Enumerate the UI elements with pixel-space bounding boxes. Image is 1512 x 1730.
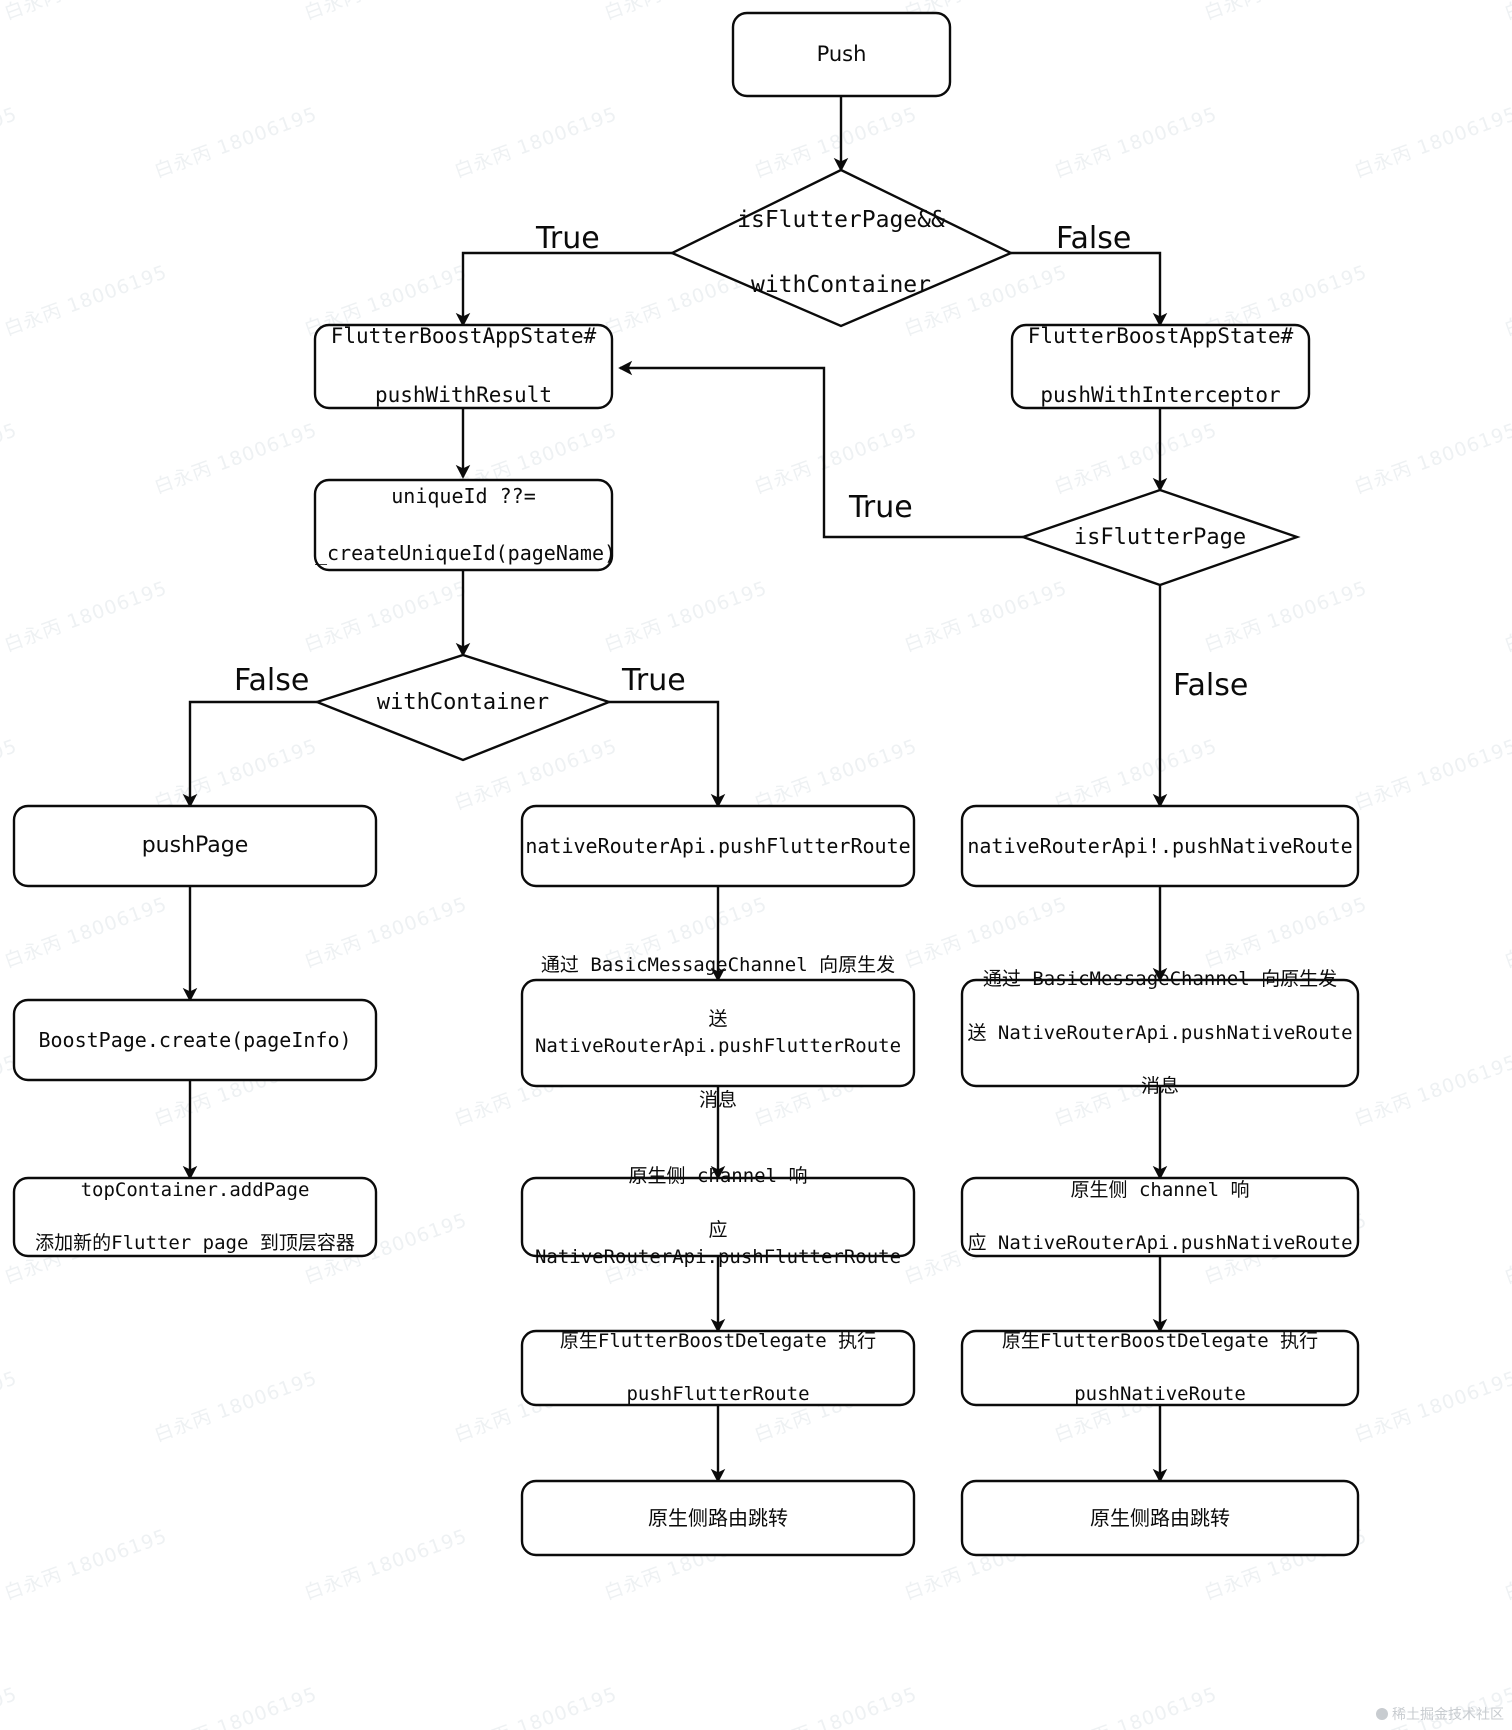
brand-text: 稀土掘金技术社区 [1392, 1707, 1504, 1723]
node-pushFlutterRoute [520, 804, 916, 888]
node-decision-withContainer [313, 653, 613, 762]
node-jumpNative [960, 1479, 1360, 1557]
node-chanFlutter [520, 978, 916, 1088]
edge-d3-true-to-pushFlutterRoute [609, 700, 726, 808]
node-jumpFlutter [520, 1479, 916, 1557]
node-pushWithResult [313, 323, 614, 410]
brand-credit: 稀土掘金技术社区 [1376, 1704, 1504, 1724]
node-boostPageCreate [12, 998, 378, 1082]
node-chanNative [960, 978, 1360, 1088]
node-delegateNative [960, 1329, 1360, 1407]
brand-logo-icon [1376, 1708, 1388, 1720]
node-decision-isFlutterPage-withContainer [669, 168, 1014, 328]
node-respNative [960, 1176, 1360, 1258]
edge-d3-false-to-pushPage [182, 700, 317, 808]
node-delegateFlutter [520, 1329, 916, 1407]
node-uniqueId [313, 478, 614, 572]
node-respFlutter [520, 1176, 916, 1258]
node-push [731, 11, 952, 98]
node-decision-isFlutterPage [1019, 488, 1301, 587]
edge-d2-true-to-pushWithResult [618, 360, 1023, 539]
node-pushNativeRoute [960, 804, 1360, 888]
node-pushWithInterceptor [1010, 323, 1311, 410]
node-topContainer [12, 1176, 378, 1258]
edge-d1-true-to-pushWithResult [455, 251, 672, 327]
node-pushPage [12, 804, 378, 888]
edge-d1-false-to-pushWithInterceptor [1011, 251, 1168, 327]
